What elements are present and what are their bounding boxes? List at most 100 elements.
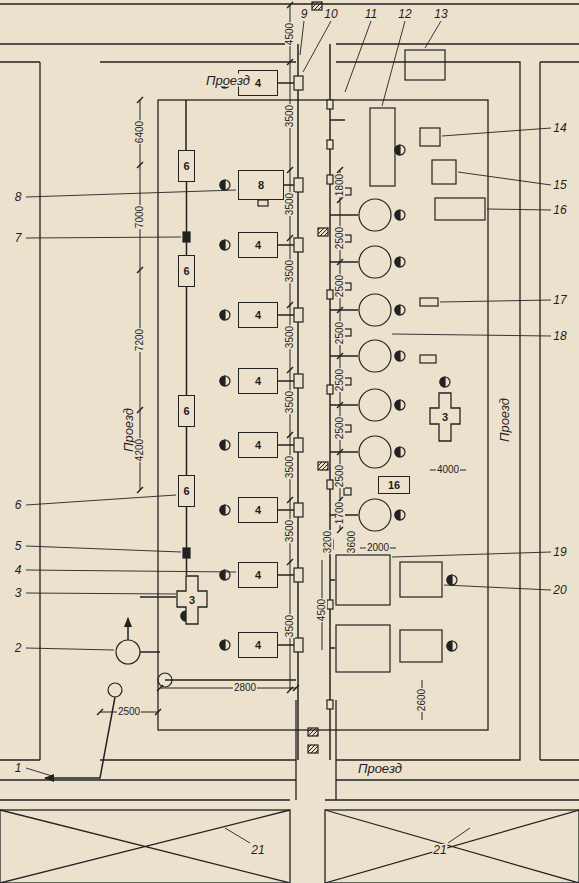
dimension-tick	[137, 407, 143, 413]
node-label: 4	[255, 310, 261, 321]
pipe-connector	[186, 287, 188, 395]
callout-number: 18	[552, 330, 567, 342]
dimension-label: 7000	[135, 205, 145, 229]
valve-symbol	[220, 640, 225, 650]
fitting	[327, 140, 333, 149]
callout-number: 13	[433, 8, 448, 20]
valve-symbol	[220, 310, 225, 320]
callout-number: 10	[323, 8, 338, 20]
equipment	[308, 745, 318, 753]
pump-unit: 4	[238, 497, 278, 523]
valve-symbol	[220, 505, 225, 515]
dimension-label: 4500	[317, 598, 327, 622]
dimension-tick	[137, 267, 143, 273]
valve-symbol	[447, 575, 452, 585]
repeated-symbols	[97, 2, 457, 715]
site-outline	[0, 810, 290, 883]
fitting	[327, 480, 333, 489]
valve-symbol	[220, 310, 230, 320]
valve-symbol	[395, 447, 400, 457]
callout-number: 3	[14, 587, 23, 599]
callout-number: 19	[552, 546, 567, 558]
dimension-label: 3500	[285, 519, 295, 543]
dimension-label: 4000	[436, 465, 460, 475]
pump-unit: 4	[238, 632, 278, 658]
cross-outline	[177, 576, 207, 624]
equipment-box: 16	[378, 476, 410, 494]
storage-box: 6	[178, 395, 195, 427]
dimension-tick	[137, 97, 143, 103]
valve-symbol	[395, 400, 400, 410]
valve-symbol	[395, 145, 400, 155]
valve-symbol	[220, 570, 225, 580]
fitting	[327, 385, 333, 394]
fitting	[294, 503, 303, 517]
site-outline	[325, 810, 579, 883]
dimension-tick	[337, 197, 343, 203]
fitting	[294, 178, 303, 192]
valve-symbol	[440, 377, 445, 387]
cross-outline	[430, 393, 460, 441]
pipeline	[45, 44, 358, 778]
valve-symbol	[395, 351, 400, 361]
dimension-label: 4200	[135, 438, 145, 462]
equipment	[318, 462, 328, 470]
callout-number: 12	[397, 8, 412, 20]
node-label: 4	[255, 376, 261, 387]
valve-symbol	[220, 180, 230, 190]
valve-symbol	[220, 180, 225, 190]
tank-symbol	[359, 436, 391, 468]
dimension-label: 3500	[285, 390, 295, 414]
valve-symbol	[447, 641, 457, 651]
tank-symbol	[359, 389, 391, 421]
tank-symbol	[359, 294, 391, 326]
equipment	[420, 298, 438, 306]
equipment	[318, 228, 328, 236]
callout-number: 21	[432, 844, 447, 856]
site-outline	[158, 100, 488, 730]
callout-number: 8	[14, 191, 23, 203]
dimension-line	[100, 5, 466, 720]
equipment	[312, 2, 322, 10]
road-label: Проезд	[357, 762, 403, 775]
dimension-tick	[287, 497, 293, 503]
valve-symbol	[181, 611, 186, 621]
dimension-label: 3500	[285, 614, 295, 638]
dimension-tick	[287, 367, 293, 373]
equipment	[420, 355, 436, 363]
node-label: 16	[388, 480, 400, 491]
fitting	[344, 235, 351, 242]
node-label: 4	[255, 78, 261, 89]
valve-symbol	[447, 641, 452, 651]
dimension-tick	[155, 709, 161, 715]
dimension-label: 3500	[285, 259, 295, 283]
valve-symbol	[220, 505, 230, 515]
fitting	[294, 568, 303, 582]
fitting	[327, 290, 333, 299]
dimension-tick	[287, 59, 293, 65]
dimension-tick	[137, 487, 143, 493]
loading-station: 3	[429, 392, 461, 442]
pipeline	[45, 697, 115, 778]
pipeline	[278, 83, 294, 645]
dimension-tick	[337, 527, 343, 533]
valve-symbol	[395, 305, 405, 315]
dimension-label: 1800	[335, 173, 345, 197]
fitting	[327, 700, 333, 709]
pipeline	[140, 596, 176, 598]
fitting	[344, 425, 351, 432]
callout-number: 16	[552, 204, 567, 216]
pump-unit: 4	[238, 368, 278, 394]
equipment	[370, 108, 395, 186]
dimension-label: 3500	[285, 325, 295, 349]
node-label: 8	[258, 180, 264, 191]
site-outline	[100, 62, 520, 760]
dimension-line	[140, 100, 141, 490]
callout-number: 2	[14, 642, 23, 654]
callout-number: 4	[14, 564, 23, 576]
callout-number: 17	[552, 294, 567, 306]
dimension-label: 2500	[335, 226, 345, 250]
valve-symbol	[395, 145, 405, 155]
dimension-tick	[337, 259, 343, 265]
